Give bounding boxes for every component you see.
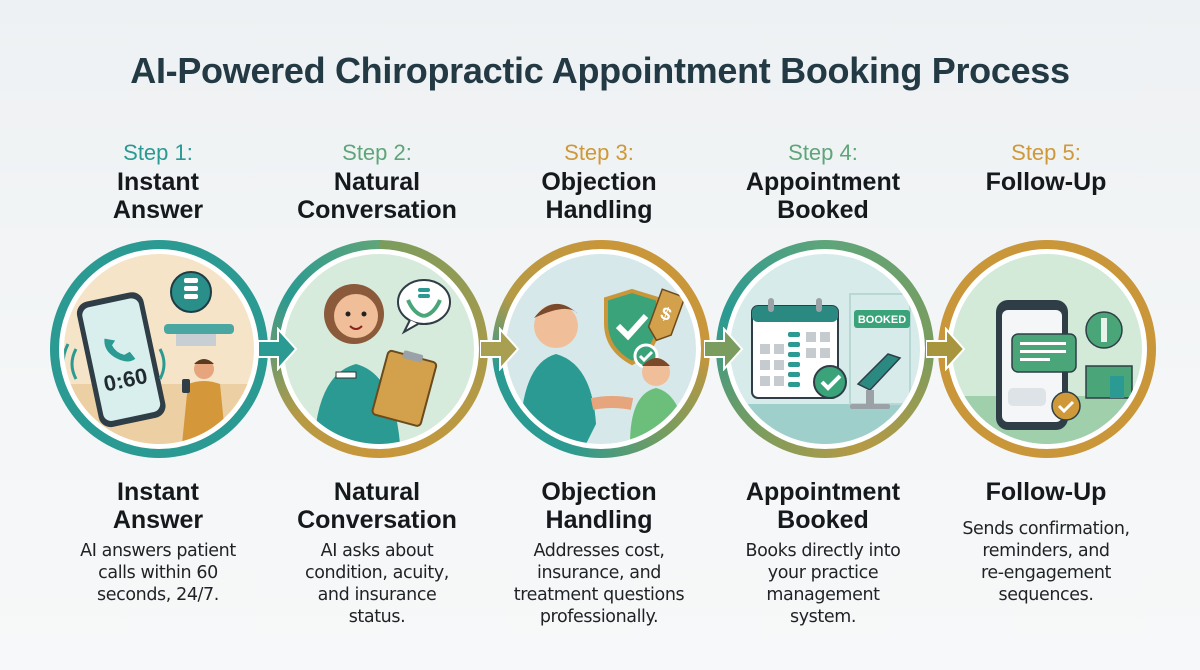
- phone-call-icon: 0:60: [64, 271, 254, 444]
- desc-line: Books directly into: [745, 541, 901, 561]
- step-name-line1: Natural: [333, 168, 421, 196]
- step-name-line2: Booked: [777, 196, 869, 224]
- step-name-line2: Conversation: [297, 196, 457, 224]
- step-title-line1: Natural: [333, 478, 421, 506]
- desc-line: status.: [348, 607, 406, 627]
- step-name-line2: Answer: [112, 196, 204, 224]
- phone-message-icon: [952, 300, 1142, 444]
- step-description: AI asks about condition, acuity, and ins…: [267, 540, 487, 628]
- desc-line: professionally.: [539, 607, 659, 627]
- desc-line: re-engagement: [980, 563, 1112, 583]
- receptionist-clipboard-icon: [314, 279, 451, 444]
- step-2-header: Step 2: Natural Conversation: [267, 138, 487, 224]
- booked-badge: BOOKED: [858, 314, 906, 326]
- arrow-right-icon: [704, 327, 744, 371]
- step-number: Step 5:: [1011, 140, 1081, 165]
- desc-line: management: [766, 585, 880, 605]
- step-3-details: Objection Handling Addresses cost, insur…: [489, 478, 709, 628]
- desc-line: your practice: [767, 563, 879, 583]
- step-1-header: Step 1: Instant Answer: [48, 138, 268, 224]
- step-2-details: Natural Conversation AI asks about condi…: [267, 478, 487, 628]
- step-name-line1: Appointment: [745, 168, 901, 196]
- desc-line: and insurance: [317, 585, 437, 605]
- step-name-line1: Objection: [541, 168, 657, 196]
- step-number: Step 3:: [564, 140, 634, 165]
- desc-line: AI answers patient: [80, 541, 236, 561]
- step-description: AI answers patient calls within 60 secon…: [48, 540, 268, 606]
- step-description: Sends confirmation, reminders, and re-en…: [936, 518, 1156, 606]
- desc-line: insurance, and: [536, 563, 661, 583]
- step-description: Addresses cost, insurance, and treatment…: [489, 540, 709, 628]
- step-3-header: Step 3: Objection Handling: [489, 138, 709, 224]
- step-title-line2: Conversation: [297, 506, 457, 534]
- step-4-header: Step 4: Appointment Booked: [713, 138, 933, 224]
- step-number: Step 1:: [123, 140, 193, 165]
- step-1-details: Instant Answer AI answers patient calls …: [48, 478, 268, 606]
- step-title-line2: Booked: [777, 506, 869, 534]
- step-4-illustration: BOOKED: [716, 240, 934, 458]
- step-title-line2: Answer: [112, 506, 204, 534]
- desc-line: Sends confirmation,: [962, 519, 1130, 539]
- arrow-right-icon: [926, 327, 966, 371]
- step-title-line1: Objection: [541, 478, 657, 506]
- step-name-line1: Follow-Up: [985, 168, 1107, 196]
- handshake-shield-icon: $: [520, 288, 686, 444]
- desc-line: calls within 60: [98, 563, 218, 583]
- desc-line: AI asks about: [320, 541, 434, 561]
- desc-line: system.: [789, 607, 857, 627]
- step-name-line2: Handling: [545, 196, 653, 224]
- calendar-check-icon: BOOKED: [730, 293, 920, 444]
- step-name-line1: Instant: [117, 168, 199, 196]
- step-title-line1: Instant: [117, 478, 199, 506]
- step-number: Step 2:: [342, 140, 412, 165]
- step-description: Books directly into your practice manage…: [713, 540, 933, 628]
- step-3-illustration: $: [492, 240, 710, 458]
- desc-line: Addresses cost,: [533, 541, 665, 561]
- desc-line: reminders, and: [982, 541, 1110, 561]
- step-title-line2: Handling: [545, 506, 653, 534]
- desc-line: seconds, 24/7.: [97, 585, 219, 605]
- page-title: AI-Powered Chiropractic Appointment Book…: [130, 50, 1070, 91]
- arrow-right-icon: [480, 327, 520, 371]
- step-title-line1: Appointment: [745, 478, 901, 506]
- desc-line: sequences.: [998, 585, 1094, 605]
- step-1-illustration: 0:60: [50, 240, 268, 458]
- desc-line: treatment questions: [513, 585, 685, 605]
- step-2-illustration: [270, 240, 488, 458]
- step-number: Step 4:: [788, 140, 858, 165]
- desc-line: condition, acuity,: [305, 563, 449, 583]
- step-5-header: Step 5: Follow-Up: [936, 138, 1156, 196]
- step-5-illustration: [938, 240, 1156, 458]
- step-5-details: Follow-Up Sends confirmation, reminders,…: [936, 478, 1156, 606]
- arrow-right-icon: [258, 327, 298, 371]
- step-title-line1: Follow-Up: [985, 478, 1107, 506]
- step-4-details: Appointment Booked Books directly into y…: [713, 478, 933, 628]
